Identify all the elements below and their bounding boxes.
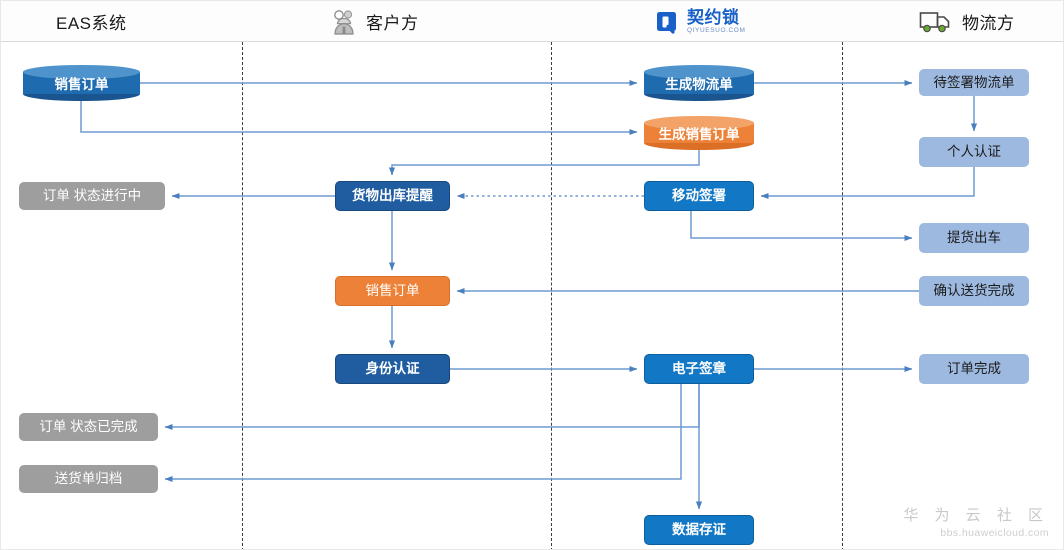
node-mobile-sign[interactable]: 移动签署 [644,181,754,211]
node-personal-auth[interactable]: 个人认证 [919,137,1029,167]
cylinder-top [644,116,754,130]
node-order-status-progress[interactable]: 订单 状态进行中 [19,182,165,210]
wire-personalauth-to-mobilesign [760,167,975,200]
swimlane-divider-2 [551,42,552,549]
node-gen-logistics-order[interactable]: 生成物流单 [644,65,754,101]
node-e-seal[interactable]: 电子签章 [644,354,754,384]
node-label: 生成销售订单 [658,127,740,142]
node-identity-auth[interactable]: 身份认证 [335,354,450,384]
cylinder-top [23,65,140,79]
cylinder-top [644,65,754,79]
node-pending-sign-logistics[interactable]: 待签署物流单 [919,69,1029,96]
node-sales-order-mid[interactable]: 销售订单 [335,276,450,306]
node-label: 生成物流单 [665,77,733,92]
watermark: 华 为 云 社 区 bbs.huaweicloud.com [903,504,1049,539]
node-goods-out-remind[interactable]: 货物出库提醒 [335,181,450,211]
watermark-title: 华 为 云 社 区 [903,507,1049,524]
swimlane-divider-1 [242,42,243,549]
lane-sublabel-qiyuesuo: QIYUESUO.COM [687,26,746,34]
node-confirm-delivery-done[interactable]: 确认送货完成 [919,276,1029,306]
lane-label-eas: EAS系统 [56,14,127,33]
people-icon [331,8,357,36]
lane-header-logistics: 物流方 [919,1,1015,42]
wire-eseal-to-statusdone [164,384,700,431]
node-gen-sales-order[interactable]: 生成销售订单 [644,116,754,150]
watermark-url: bbs.huaweicloud.com [940,527,1049,539]
truck-icon [919,9,953,35]
swimlane-header: EAS系统 客户方 [1,1,1063,42]
lane-header-qiyuesuo: 契约锁 QIYUESUO.COM [656,1,745,42]
node-pickup-departure[interactable]: 提货出车 [919,223,1029,253]
lane-label-customer: 客户方 [366,14,419,33]
node-data-evidence[interactable]: 数据存证 [644,515,754,545]
wire-mobilesign-to-pickup [690,211,913,242]
node-label: 销售订单 [54,77,109,92]
wire-gensales-to-goodsout [388,150,700,176]
node-order-complete[interactable]: 订单完成 [919,354,1029,384]
node-delivery-note-archive[interactable]: 送货单归档 [19,465,158,493]
lane-header-eas: EAS系统 [56,1,127,42]
lane-header-customer: 客户方 [331,1,419,42]
swimlane-divider-3 [842,42,843,549]
node-order-status-done[interactable]: 订单 状态已完成 [19,413,158,441]
node-sales-order-src[interactable]: 销售订单 [23,65,140,101]
wire-sales-to-gensales [80,101,638,136]
qiyuesuo-logo-icon [656,10,678,34]
lane-label-qiyuesuo: 契约锁 [687,7,740,27]
lane-label-logistics: 物流方 [962,14,1015,33]
